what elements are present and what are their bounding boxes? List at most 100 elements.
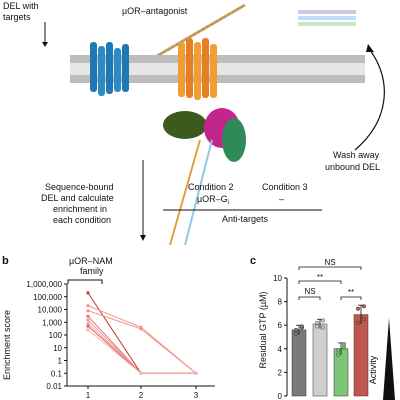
del-arrowhead [42, 42, 48, 47]
chart-b-series-line [87, 323, 196, 374]
chart-c-bar [312, 323, 328, 397]
sig-label-4: ** [348, 288, 354, 297]
chart-c-ytick-label: 8 [278, 298, 283, 307]
chart-c-point [362, 317, 367, 322]
del-strand-lower [169, 139, 201, 246]
chart-b-ytick-label: 1 [58, 357, 63, 366]
condition3-title: Condition 3 [262, 182, 308, 192]
g-protein-complex [163, 108, 246, 162]
wash-label-line1: Wash away [333, 150, 380, 160]
sig-label-2: ** [317, 273, 323, 282]
wash-arrow [354, 49, 385, 151]
dna-barcode-graphic [298, 10, 356, 26]
chart-b-point [86, 304, 90, 308]
del-label-line2: targets [3, 12, 31, 22]
chart-b-ytick-label: 100,000 [33, 293, 62, 302]
chart-c-point [336, 352, 341, 357]
del-strand-lower-2 [184, 139, 213, 246]
chart-c-ytick-label: 0 [278, 392, 283, 400]
panel-a: DEL with targets µOR–antagonist [3, 1, 385, 246]
membrane-top [70, 55, 365, 63]
chart-b-series-line [87, 315, 196, 374]
condition2-title: Condition 2 [188, 182, 234, 192]
panel-b: b µOR–NAM family Enrichment score 0.010.… [2, 255, 215, 400]
chart-b-yticks: 0.01 0.1 1 10 100 1,000 10,000 100,000 1,000,000 [26, 280, 67, 391]
membrane-bottom [70, 75, 365, 83]
chart-c-point [321, 325, 326, 330]
seq-label-line4: each condition [53, 215, 111, 225]
significance-brackets: NS ** NS ** [298, 258, 362, 300]
chart-b-xtick-label: 2 [139, 391, 144, 400]
wash-arrowhead [366, 44, 374, 52]
chart-c-ytick-label: 2 [278, 368, 283, 377]
chart-b-ytick-label: 0.01 [46, 382, 62, 391]
chart-b-point [86, 321, 90, 326]
sig-label-1: NS [324, 258, 335, 267]
chart-c-point [336, 348, 341, 353]
antagonist-label: µOR–antagonist [122, 6, 188, 16]
activity-label: Activity [368, 355, 378, 384]
family-bracket [67, 279, 103, 284]
chart-b-ytick-label: 100 [49, 331, 63, 340]
chart-b-ylabel: Enrichment score [2, 310, 12, 380]
membrane-core [70, 63, 365, 75]
wash-label-line2: unbound DEL [325, 162, 380, 172]
chart-c-point [315, 324, 320, 329]
sig-label-3: NS [304, 287, 315, 296]
family-label-line1: µOR–NAM [69, 256, 113, 266]
seq-label-line2: DEL and calculate [41, 193, 114, 203]
chart-b-point [86, 324, 90, 328]
chart-c-point [300, 324, 305, 329]
panel-c-letter: c [250, 255, 256, 267]
chart-c-bar [353, 314, 369, 397]
chart-c-ytick-label: 4 [278, 345, 283, 354]
chart-b-xtick-label: 3 [194, 391, 199, 400]
chart-c-bar [291, 329, 307, 397]
chart-b-ytick-label: 10,000 [38, 306, 63, 315]
sig-bracket-2 [298, 280, 342, 284]
chart-b-point [86, 318, 90, 322]
chart-b-point [139, 327, 143, 331]
chart-c-bar [333, 348, 349, 397]
del-label-line1: DEL with [3, 1, 39, 11]
condition3-value: – [279, 194, 284, 204]
chart-c-point [362, 304, 367, 309]
chart-c-ytick-label: 10 [273, 274, 282, 283]
seq-label-line3: enrichment in [53, 204, 107, 214]
chart-c-point [294, 327, 299, 332]
chart-c-point [321, 318, 326, 323]
sig-bracket-4 [340, 296, 362, 300]
chart-c-point [342, 342, 347, 347]
sig-bracket-1 [298, 266, 362, 270]
panel-b-letter: b [2, 255, 9, 267]
chart-b-point [86, 291, 90, 295]
chart-b-ytick-label: 1,000 [42, 318, 63, 327]
chart-b-point [86, 328, 90, 332]
seq-arrowhead [140, 235, 146, 241]
chart-c-point [356, 306, 361, 311]
chart-c-point [356, 320, 361, 325]
chart-b-series [86, 291, 198, 375]
chart-c-point [294, 331, 299, 336]
chart-b-point [86, 314, 90, 318]
chart-b-series-line [87, 310, 197, 374]
chart-b-ytick-label: 0.1 [51, 369, 63, 378]
condition2-value: µOR–Gi [197, 194, 229, 206]
chart-c-point [342, 345, 347, 350]
chart-b-point [86, 309, 90, 313]
sig-bracket-3 [298, 296, 321, 300]
chart-b-point [194, 371, 198, 375]
seq-label-line1: Sequence-bound [45, 182, 114, 192]
activity-wedge [383, 318, 395, 400]
receptor-orange [178, 38, 217, 100]
family-label-line2: family [80, 266, 104, 276]
chart-b-ytick-label: 1,000,000 [26, 280, 62, 289]
receptor-blue [90, 42, 129, 96]
chart-c-point [315, 320, 320, 325]
chart-b-ytick-label: 10 [53, 344, 62, 353]
del-strand-pattern [149, 4, 246, 61]
